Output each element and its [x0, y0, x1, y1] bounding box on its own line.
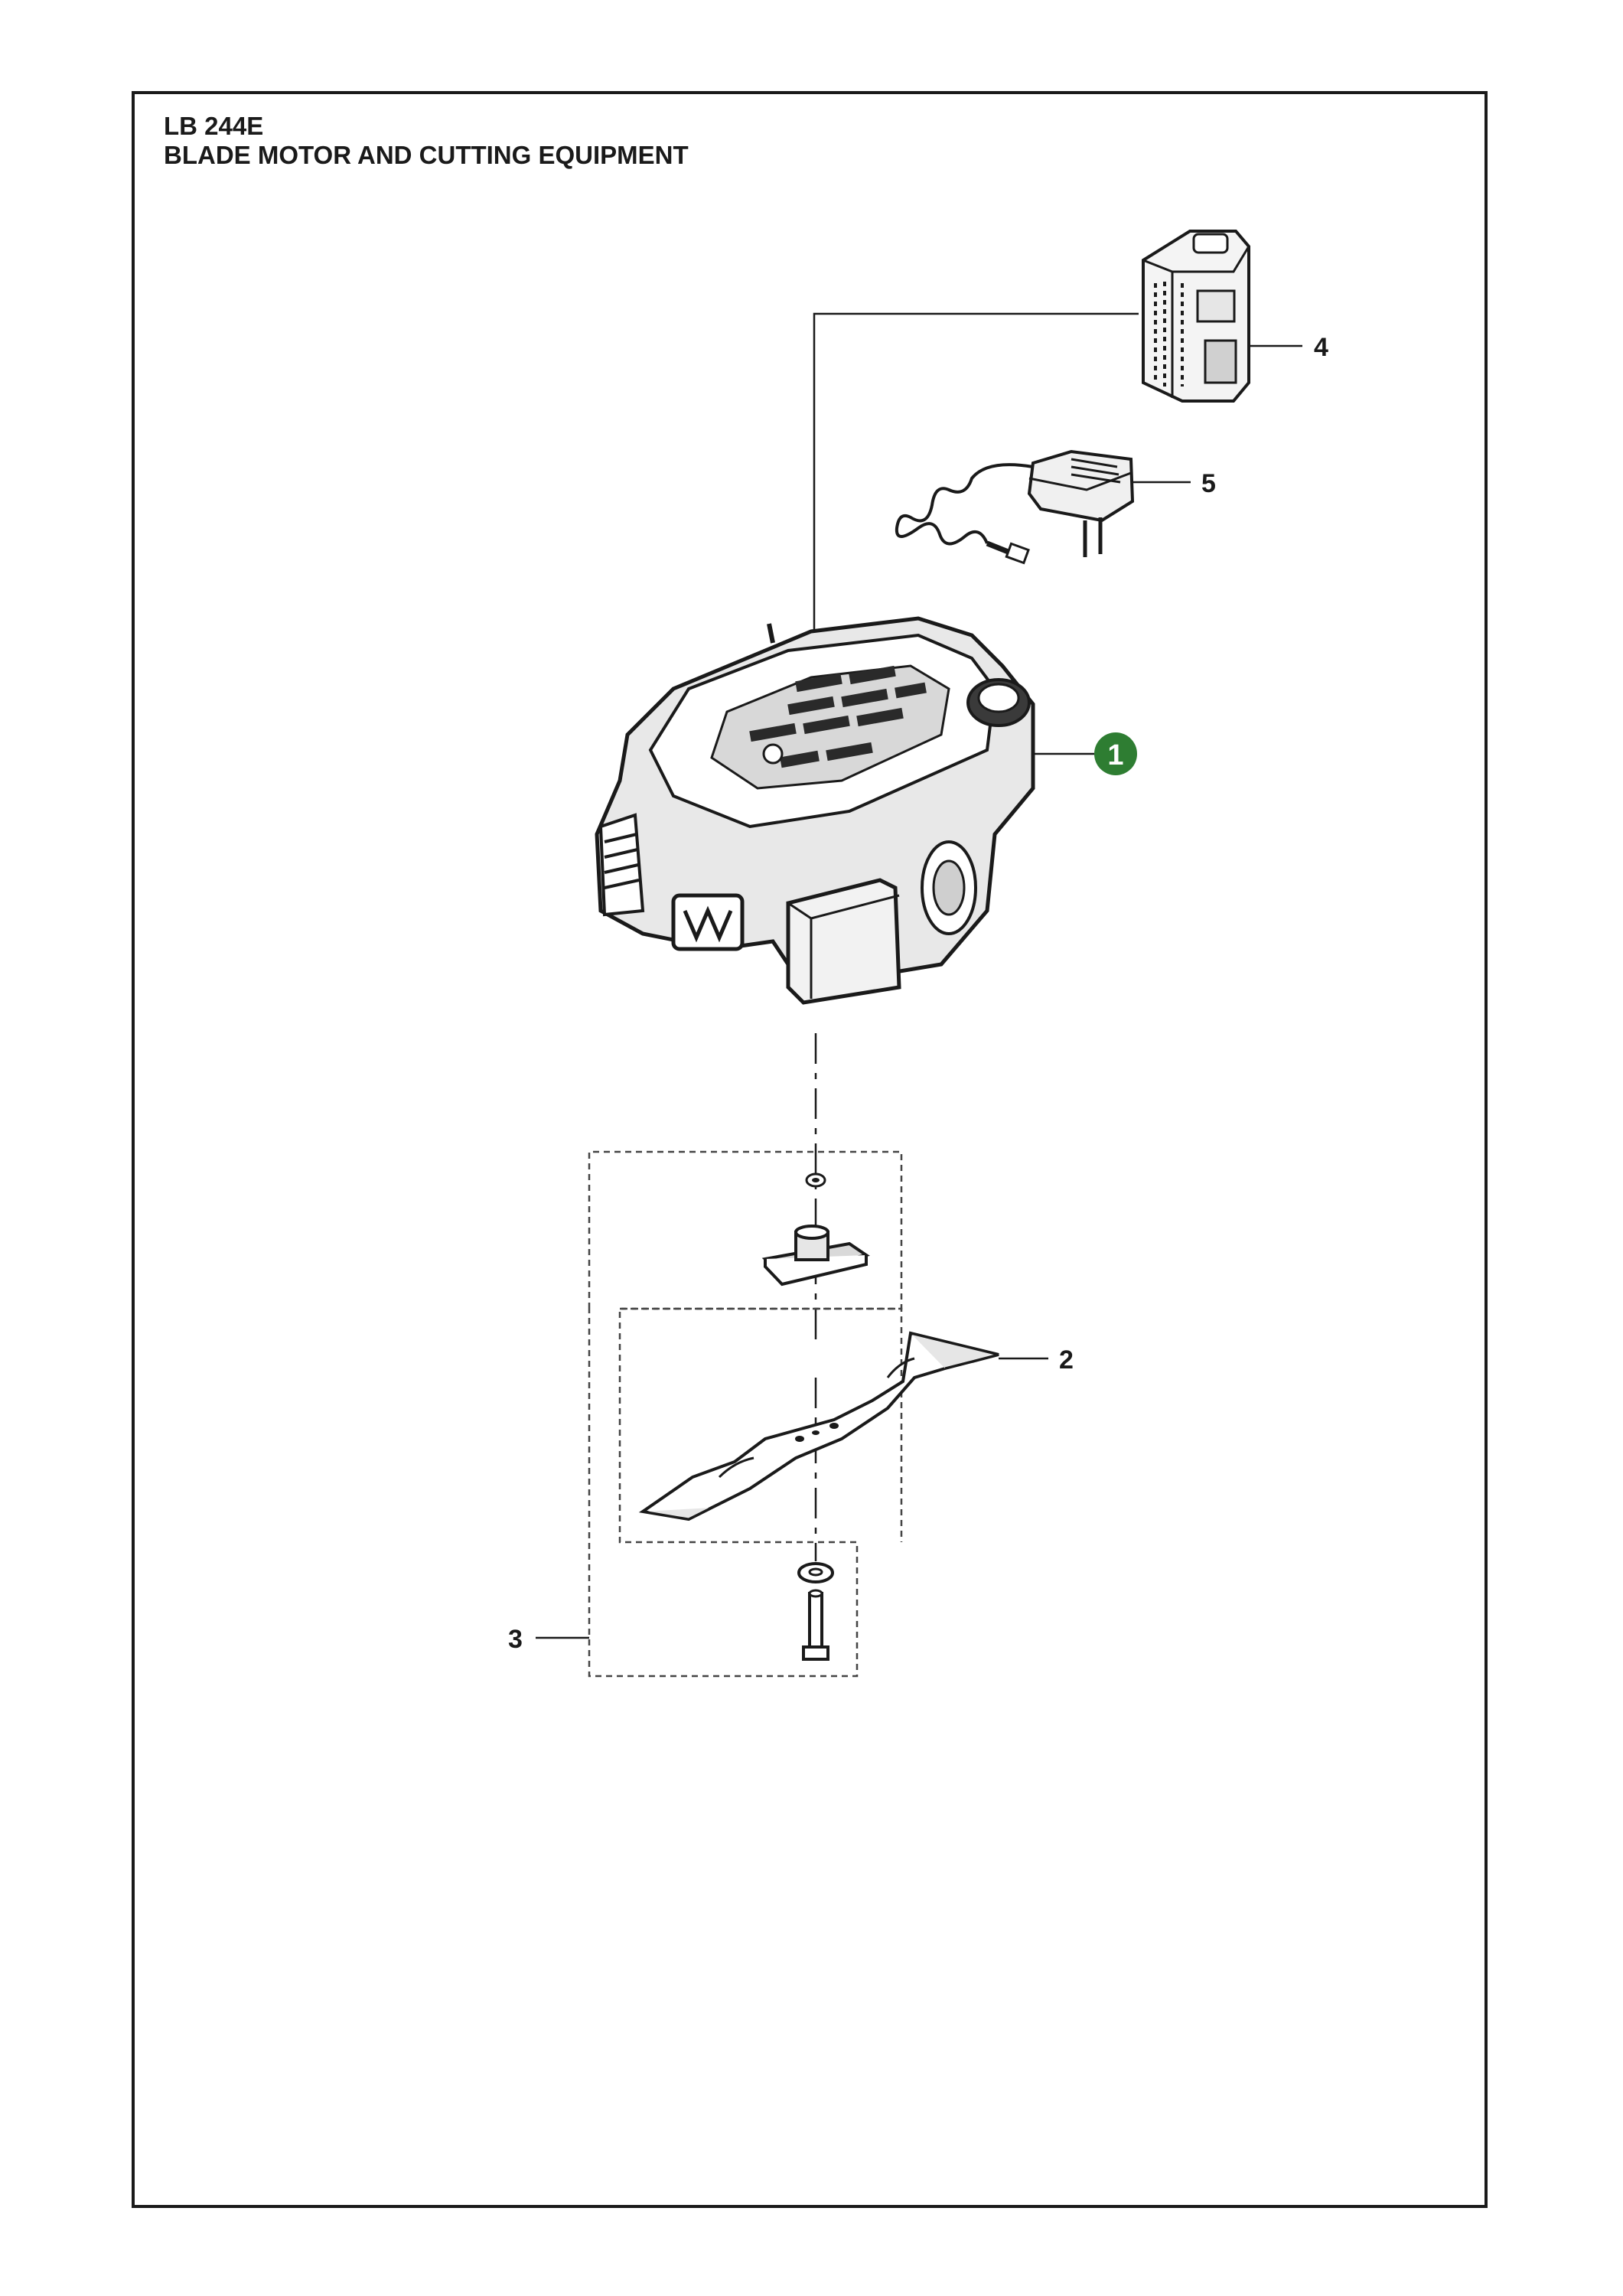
blade-adapter-illustration — [761, 1225, 870, 1287]
callout-3[interactable]: 3 — [508, 1625, 523, 1654]
kit-group-box-upper — [588, 1150, 903, 1678]
top-washer-illustration — [805, 1172, 826, 1188]
callout-4[interactable]: 4 — [1314, 333, 1328, 362]
callout-2[interactable]: 2 — [1059, 1345, 1074, 1375]
blade-group-box — [620, 1307, 903, 1542]
model-title: LB 244E — [164, 112, 264, 140]
cutting-blade-illustration[interactable] — [638, 1331, 999, 1521]
blade-washer-illustration — [797, 1562, 834, 1583]
callout-1-badge — [1094, 732, 1137, 775]
callout-5[interactable]: 5 — [1201, 469, 1216, 498]
battery-illustration[interactable] — [1142, 230, 1250, 403]
diagram-subtitle: BLADE MOTOR AND CUTTING EQUIPMENT — [164, 141, 689, 169]
blade-motor-illustration[interactable] — [595, 616, 1035, 1005]
blade-bolt-illustration — [802, 1589, 829, 1661]
callout-1[interactable]: 1 — [1107, 739, 1123, 771]
page-frame — [132, 91, 1488, 2208]
charger-illustration[interactable] — [895, 449, 1135, 565]
battery-connection-line — [813, 312, 1139, 643]
